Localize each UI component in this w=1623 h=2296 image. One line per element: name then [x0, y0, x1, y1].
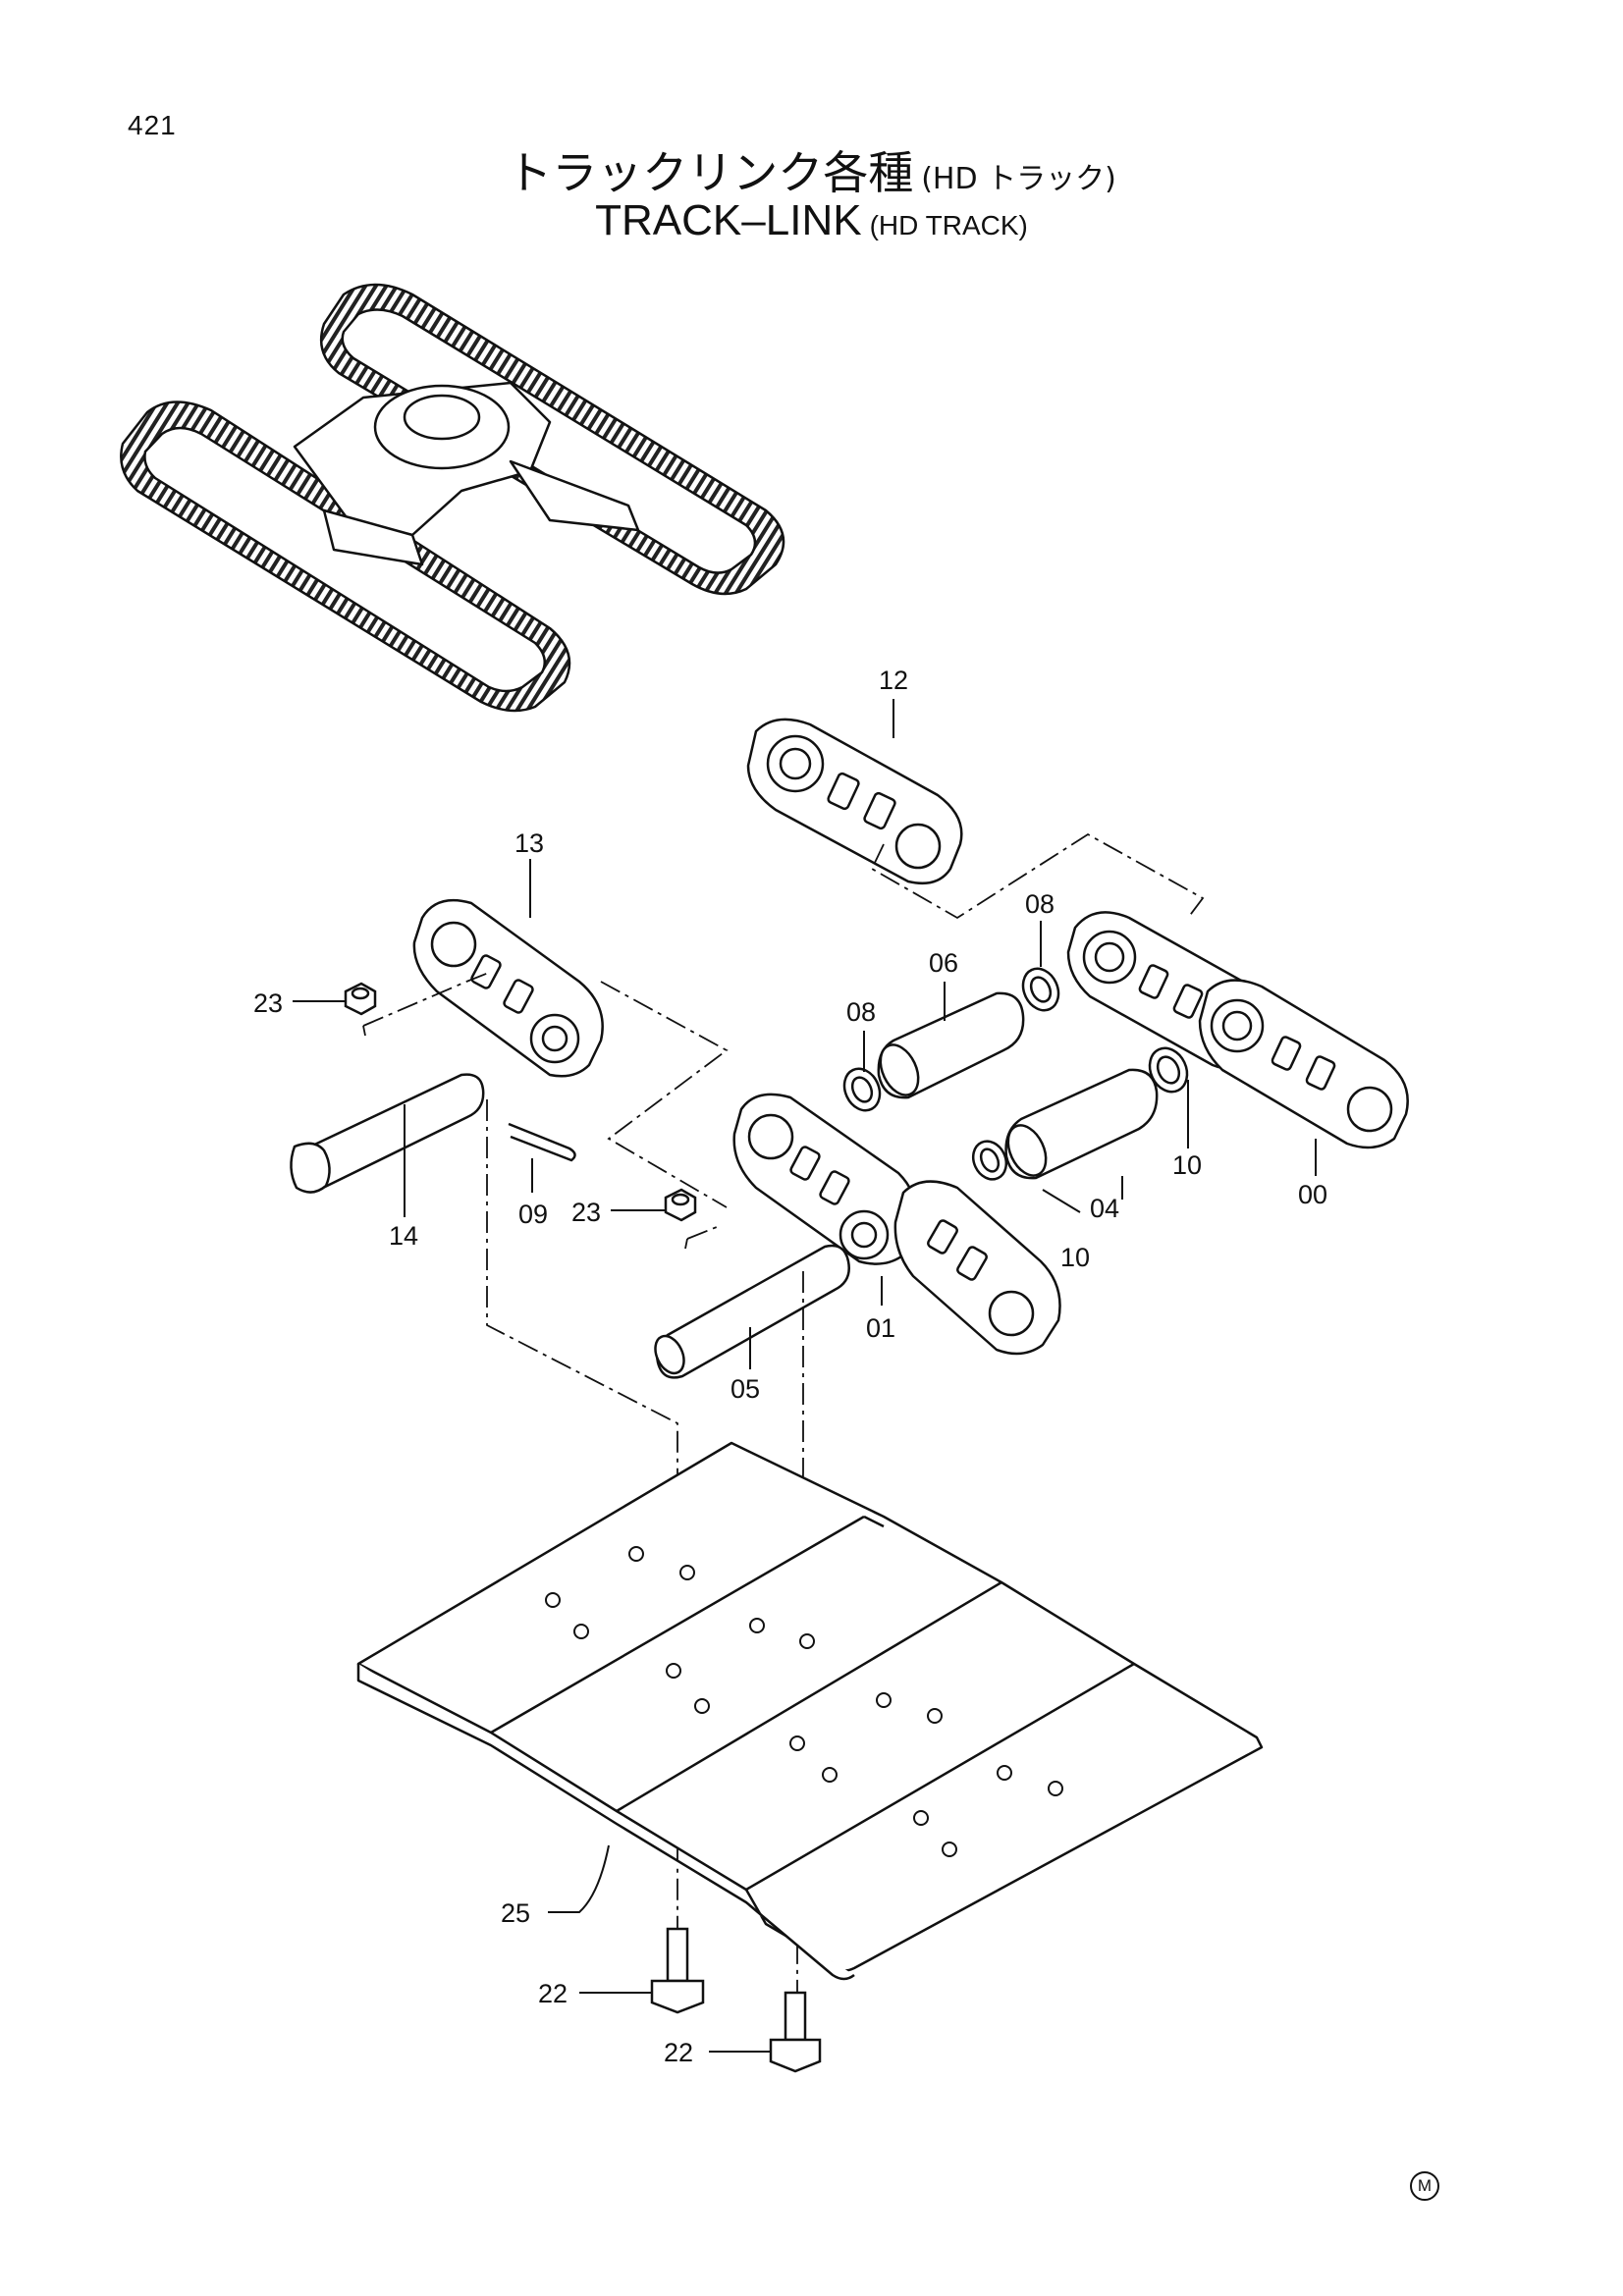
track-link-01 — [732, 1093, 919, 1265]
callout-25: 25 — [501, 1898, 530, 1928]
title-japanese-sub: (HD トラック) — [921, 162, 1116, 196]
undercarriage-overview — [120, 283, 785, 713]
callout-12: 12 — [879, 666, 908, 695]
callout-labels: 12 13 23 14 09 23 08 06 08 10 04 00 10 0… — [253, 666, 1327, 2067]
seal-08b — [1021, 967, 1060, 1012]
seal-08a — [842, 1067, 882, 1112]
master-pin-14 — [290, 1073, 485, 1194]
nut-23a — [344, 982, 377, 1016]
circled-m-mark: M — [1410, 2171, 1439, 2201]
callout-14: 14 — [389, 1221, 418, 1251]
callout-23b: 23 — [571, 1198, 601, 1227]
callout-10b: 10 — [1172, 1150, 1202, 1180]
spring-pin-09 — [508, 1122, 576, 1162]
callout-09: 09 — [518, 1200, 548, 1229]
shoe-bolt-holes — [545, 1546, 1063, 1857]
pin-05 — [654, 1244, 850, 1379]
callout-22a: 22 — [538, 1979, 568, 2008]
callout-01: 01 — [866, 1313, 895, 1343]
seal-10a — [971, 1140, 1008, 1181]
title-english-sub: (HD TRACK) — [869, 210, 1028, 240]
track-belt-left — [120, 400, 571, 713]
callout-22b: 22 — [664, 2038, 693, 2067]
callout-00: 00 — [1298, 1180, 1327, 1209]
shoe-bolt-22b — [769, 1991, 822, 2073]
callout-23a: 23 — [253, 988, 283, 1018]
callout-08a: 08 — [846, 997, 876, 1027]
track-belt-right — [319, 283, 785, 596]
callout-08b: 08 — [1025, 889, 1055, 919]
callout-10a: 10 — [1060, 1243, 1090, 1272]
track-link-12 — [746, 718, 963, 885]
track-link-lower — [893, 1180, 1061, 1356]
leader-lines — [293, 699, 1317, 2053]
center-frame — [293, 381, 640, 566]
callout-05: 05 — [730, 1374, 760, 1404]
bushing-04 — [1004, 1068, 1159, 1180]
track-link-13 — [412, 898, 604, 1078]
bushing-06 — [877, 991, 1025, 1099]
track-link-00 — [1066, 911, 1409, 1149]
callout-06: 06 — [929, 948, 958, 978]
title-japanese-main: トラックリンク各種 — [507, 146, 914, 199]
track-shoe-25 — [356, 1441, 1264, 1981]
nut-23b — [664, 1188, 697, 1222]
page-number: 421 — [128, 110, 177, 140]
title-japanese: トラックリンク各種(HD トラック) — [0, 137, 1623, 202]
title-english: TRACK–LINK(HD TRACK) — [0, 196, 1623, 245]
shoe-bolt-22a — [650, 1927, 705, 2014]
seal-10b — [1148, 1046, 1189, 1094]
callout-13: 13 — [514, 828, 544, 858]
callout-04: 04 — [1090, 1194, 1119, 1223]
title-english-main: TRACK–LINK — [595, 196, 862, 244]
